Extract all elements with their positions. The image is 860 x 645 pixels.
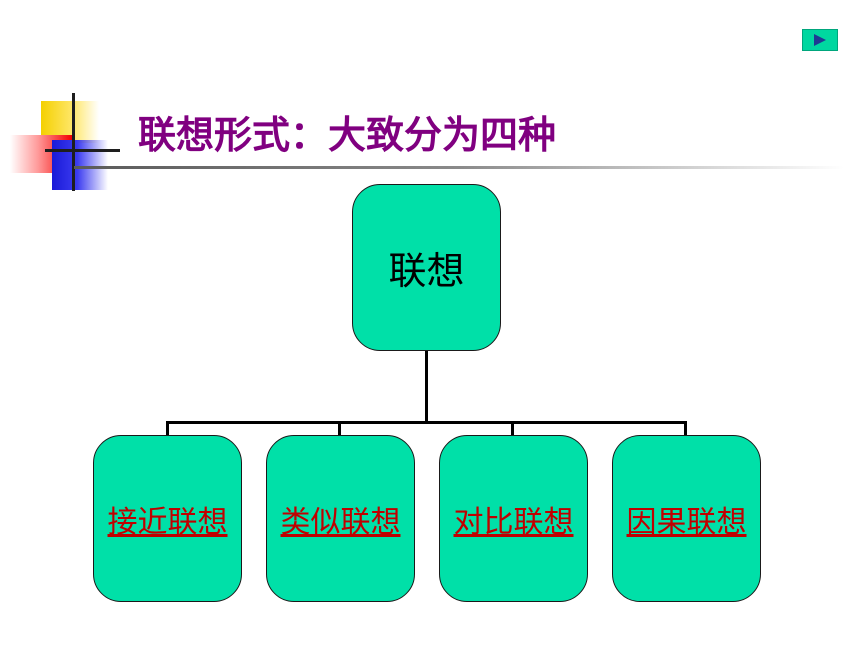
title-underline <box>74 166 844 169</box>
decor-horizontal-line <box>45 149 120 152</box>
root-node: 联想 <box>352 184 501 351</box>
connector-child-2 <box>338 421 341 435</box>
causal-association-link[interactable]: 因果联想 <box>626 504 747 540</box>
connector-horizontal-bar <box>166 421 687 424</box>
root-node-label: 联想 <box>388 249 465 293</box>
child-node-contrast: 对比联想 <box>439 435 588 602</box>
decor-vertical-line <box>72 93 75 191</box>
child-node-causal: 因果联想 <box>612 435 761 602</box>
connector-root-down <box>425 351 428 423</box>
play-triangle-icon <box>814 34 826 46</box>
similarity-association-link[interactable]: 类似联想 <box>280 504 401 540</box>
contrast-association-link[interactable]: 对比联想 <box>453 504 574 540</box>
next-slide-button[interactable] <box>802 29 838 51</box>
proximity-association-link[interactable]: 接近联想 <box>107 504 228 540</box>
connector-child-1 <box>166 421 169 435</box>
connector-child-4 <box>684 421 687 435</box>
child-node-proximity: 接近联想 <box>93 435 242 602</box>
child-node-similarity: 类似联想 <box>266 435 415 602</box>
slide-title: 联想形式：大致分为四种 <box>138 113 557 157</box>
decor-blue-block <box>52 140 108 190</box>
connector-child-3 <box>511 421 514 435</box>
